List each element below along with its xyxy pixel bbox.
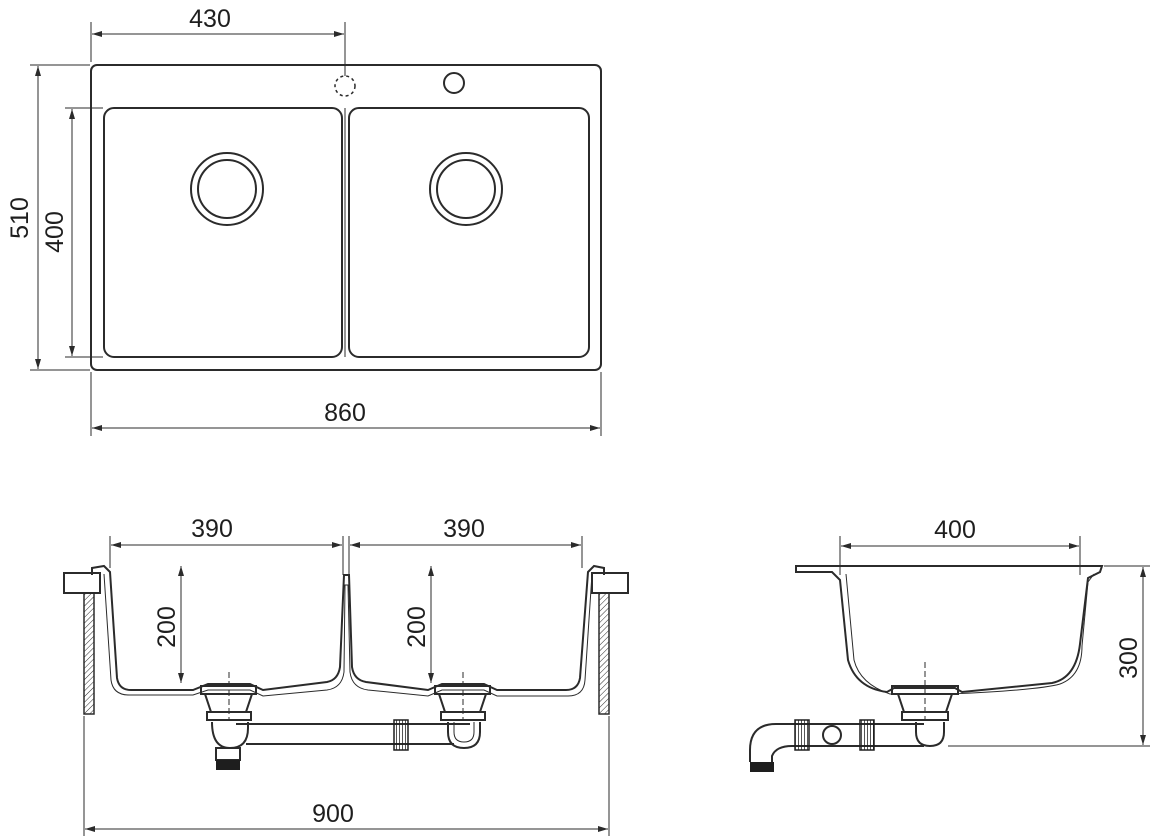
dim-label-430: 430 bbox=[189, 5, 231, 33]
side-waste-pipe bbox=[749, 719, 924, 772]
left-outlet-cap bbox=[216, 760, 240, 770]
sink-outline-top bbox=[90, 64, 602, 371]
left-bowl-top bbox=[103, 107, 343, 358]
sink-body-side bbox=[795, 565, 1104, 694]
front-view: 390 390 200 200 900 bbox=[63, 515, 629, 836]
cabinet-panel-right bbox=[598, 592, 610, 715]
worktop-left bbox=[63, 572, 101, 594]
dim-label-390-left: 390 bbox=[191, 515, 233, 543]
dim-label-510: 510 bbox=[6, 197, 34, 239]
tap-hole-dashed-icon bbox=[334, 75, 356, 97]
right-bowl-top bbox=[348, 107, 590, 358]
left-drain-assembly bbox=[200, 672, 257, 770]
connecting-pipe bbox=[236, 719, 470, 751]
sink-body-front bbox=[91, 564, 605, 692]
dim-label-900: 900 bbox=[312, 800, 354, 828]
dim-label-300: 300 bbox=[1115, 637, 1143, 679]
right-drain-icon bbox=[429, 152, 503, 226]
side-view: 400 300 bbox=[749, 516, 1150, 772]
cabinet-panel-left bbox=[83, 592, 95, 715]
pipe-coupling-front bbox=[393, 719, 409, 751]
side-outlet-cap bbox=[750, 762, 774, 772]
worktop-right bbox=[591, 572, 629, 594]
dim-label-860: 860 bbox=[324, 399, 366, 427]
dim-label-200-right: 200 bbox=[403, 606, 431, 648]
right-drain-assembly bbox=[434, 672, 491, 750]
dim-label-200-left: 200 bbox=[153, 606, 181, 648]
side-drain-assembly bbox=[891, 662, 959, 748]
dim-label-400-top: 400 bbox=[41, 211, 69, 253]
dim-label-400-side: 400 bbox=[934, 516, 976, 544]
side-pipe-coupling-1 bbox=[794, 719, 810, 751]
left-drain-icon bbox=[190, 152, 264, 226]
tap-hole-icon bbox=[443, 72, 465, 94]
side-pipe-joint bbox=[822, 725, 842, 745]
side-pipe-coupling-2 bbox=[859, 719, 875, 751]
top-view: 430 510 400 860 bbox=[6, 5, 602, 436]
dim-label-390-right: 390 bbox=[443, 515, 485, 543]
